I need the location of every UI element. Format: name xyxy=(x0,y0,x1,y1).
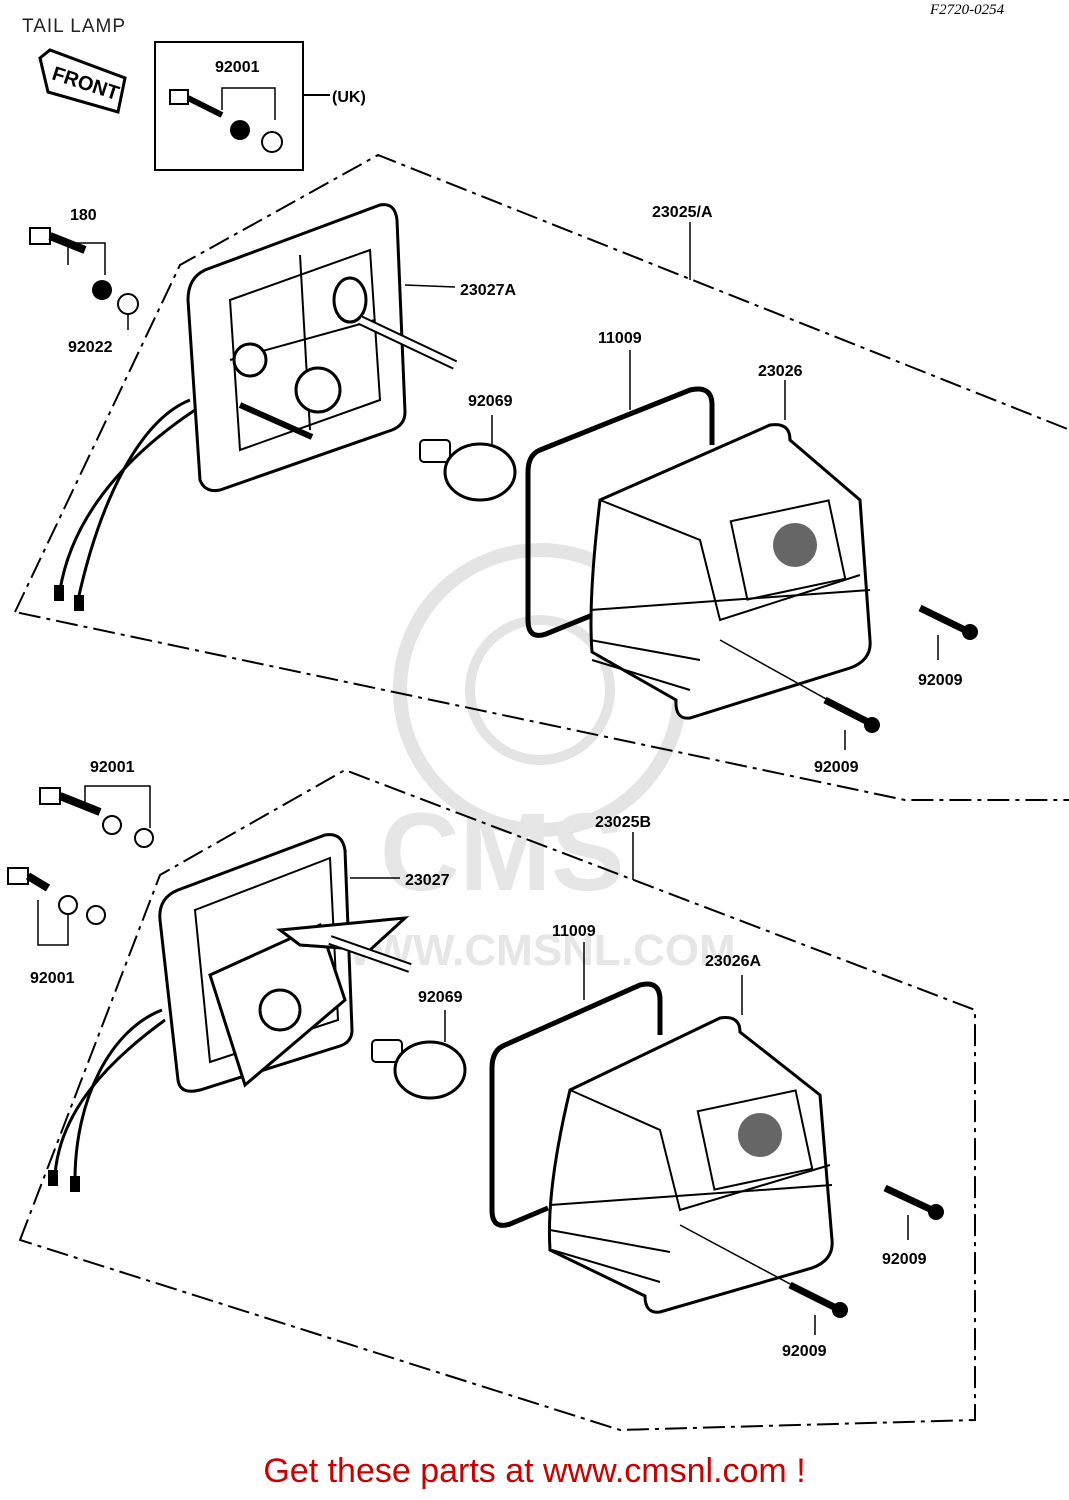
upper-lens xyxy=(589,380,872,720)
front-arrow xyxy=(38,48,127,114)
part-label-23026: 23026 xyxy=(758,363,803,380)
lower-screws xyxy=(679,1184,944,1335)
part-label-92069-upper: 92069 xyxy=(468,393,513,410)
washer-icon xyxy=(261,131,283,153)
part-label-23025A: 23025/A xyxy=(652,204,713,221)
watermark-url: WWW.CMSNL.COM xyxy=(330,926,736,975)
washer-icon xyxy=(230,120,250,140)
upper-bulb xyxy=(419,415,517,502)
part-label-92009-lower-right: 92009 xyxy=(882,1251,927,1268)
part-label-23027A: 23027A xyxy=(460,282,516,299)
part-label-23025B: 23025B xyxy=(595,814,651,831)
front-tag: FRONT xyxy=(38,48,127,114)
lower-left-hardware xyxy=(7,785,154,946)
lower-assembly-outline xyxy=(18,768,976,1432)
part-label-92001-low: 92001 xyxy=(30,970,75,987)
lower-lamp-base xyxy=(48,833,412,1192)
watermark-mascot-face xyxy=(465,615,615,765)
upper-left-hardware xyxy=(29,227,139,330)
part-label-180: 180 xyxy=(70,207,97,224)
part-label-92009-upper-right: 92009 xyxy=(918,672,963,689)
diagram-title: TAIL LAMP xyxy=(22,16,127,37)
part-label-11009-lower: 11009 xyxy=(552,923,596,940)
drawing-code: F2720-0254 xyxy=(930,2,1005,18)
leader-lines xyxy=(350,222,691,1000)
part-label-92001-uk: 92001 xyxy=(215,59,260,76)
part-label-92022: 92022 xyxy=(68,339,113,356)
upper-lamp-base xyxy=(54,203,458,611)
lower-lens xyxy=(547,975,834,1314)
uk-box: (UK) xyxy=(154,41,366,171)
shop-banner[interactable]: Get these parts at www.cmsnl.com ! xyxy=(0,1452,1069,1491)
part-label-92001-mid: 92001 xyxy=(90,759,135,776)
part-label-92009-lower-bottom: 92009 xyxy=(782,1343,827,1360)
part-label-11009-upper: 11009 xyxy=(598,330,642,347)
part-label-23027: 23027 xyxy=(405,872,450,889)
bolt-icon xyxy=(169,89,224,118)
upper-assembly-outline xyxy=(13,153,1069,801)
lower-gasket xyxy=(489,981,663,1228)
shop-link[interactable]: Get these parts at www.cmsnl.com ! xyxy=(263,1452,806,1490)
lower-bulb xyxy=(371,1010,467,1100)
upper-screws xyxy=(719,604,978,750)
part-label-92009-upper-bottom: 92009 xyxy=(814,759,859,776)
uk-label: (UK) xyxy=(332,89,366,106)
part-label-23026A: 23026A xyxy=(705,953,761,970)
part-label-92069-lower: 92069 xyxy=(418,989,463,1006)
watermark-logo: CMS xyxy=(380,791,624,914)
upper-gasket xyxy=(525,386,715,638)
